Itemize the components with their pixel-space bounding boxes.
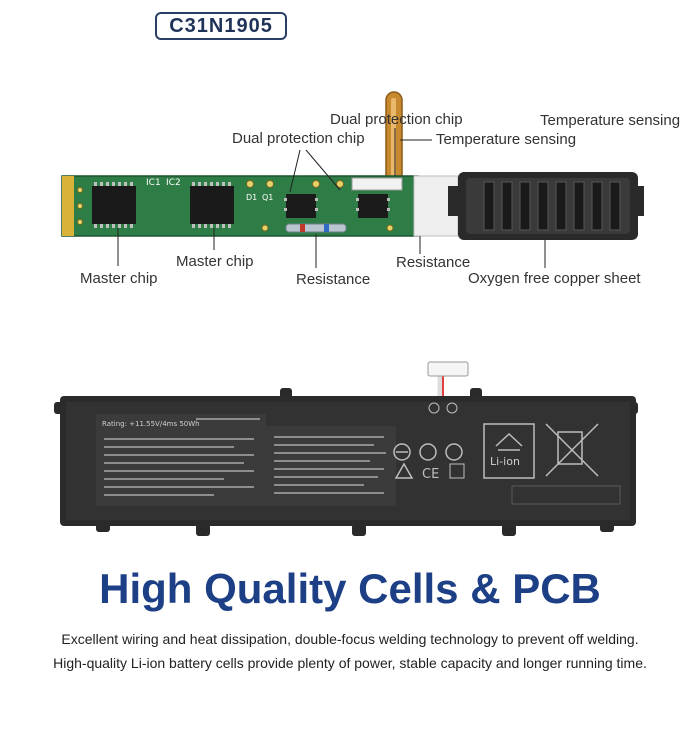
battery-rating: Rating: +11.55V/4ms 50Wh (102, 420, 200, 428)
description-line-2: High-quality Li-ion battery cells provid… (53, 655, 647, 671)
silk-q: Q1 (262, 193, 273, 202)
label-oxygen-free-copper-sheet: Oxygen free copper sheet (468, 270, 641, 287)
product-illustration: IC1 IC2 Q1 D1 (54, 91, 644, 536)
master-chip-1 (92, 182, 136, 228)
dual-protection-chip-1 (284, 194, 318, 218)
label-temperature-sensing-top: Temperature sensing (540, 112, 681, 129)
silk-ic1: IC1 (146, 178, 161, 188)
battery-recycle-text: Li-ion (490, 455, 520, 468)
resistor (285, 223, 347, 233)
battery-pack: CE (54, 361, 638, 536)
svg-text:CE: CE (422, 467, 439, 482)
silk-ic2: IC2 (166, 178, 181, 188)
label-master-chip: Master chip (176, 253, 254, 270)
headline: High Quality Cells & PCB (99, 565, 601, 612)
pcb-pads (77, 180, 394, 232)
label-dual-protection-chip: Dual protection chip (232, 130, 365, 147)
label-temperature-sensing: Temperature sensing (436, 131, 577, 148)
label-master-chip-left: Master chip (80, 270, 158, 287)
pcb-connector (351, 177, 403, 191)
label-dual-protection-chip-top: Dual protection chip (330, 111, 463, 128)
oxygen-free-copper-connector (448, 172, 644, 240)
dual-protection-chip-2 (356, 194, 390, 218)
model-badge: C31N1905 (155, 12, 287, 40)
description-line-1: Excellent wiring and heat dissipation, d… (61, 631, 639, 647)
master-chip-2 (190, 182, 234, 228)
label-resistance-left: Resistance (296, 271, 371, 288)
label-resistance-right: Resistance (396, 254, 471, 271)
silk-d: D1 (246, 193, 257, 202)
temperature-probe (385, 91, 403, 185)
leader-lines (117, 128, 546, 268)
